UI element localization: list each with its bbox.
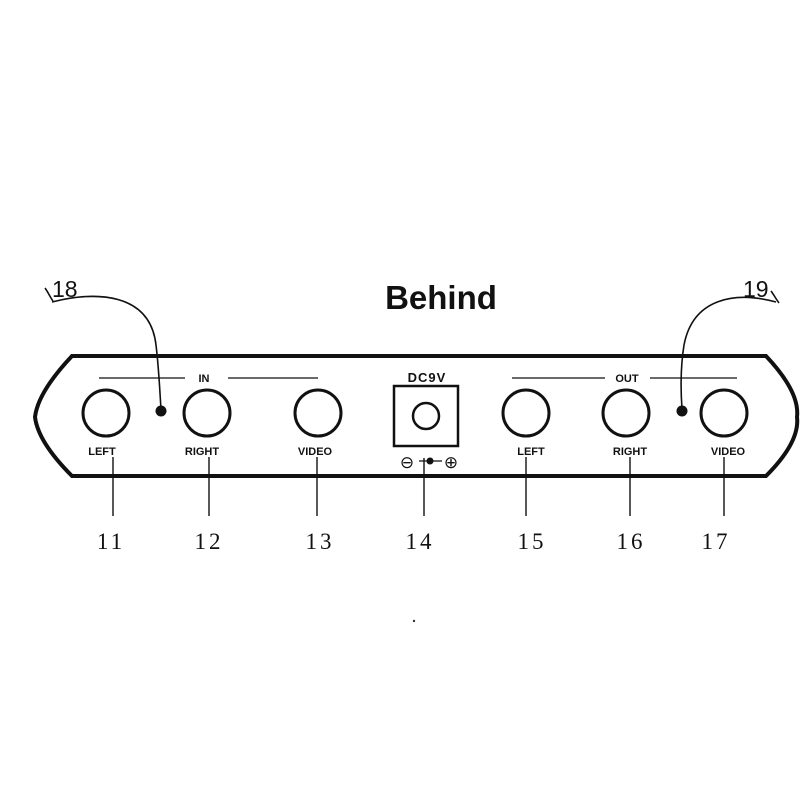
jack-label: RIGHT bbox=[185, 446, 220, 458]
rca-socket-icon bbox=[699, 388, 749, 438]
rca-socket-icon bbox=[293, 388, 343, 438]
ref-number-12: 12 bbox=[195, 529, 224, 554]
jack-label: VIDEO bbox=[298, 446, 333, 458]
callout-18-dot bbox=[155, 405, 167, 417]
polarity-plus-icon: ⊕ bbox=[444, 453, 458, 472]
jack-label: LEFT bbox=[88, 446, 116, 458]
in-group: IN bbox=[99, 373, 318, 385]
out-group: OUT bbox=[512, 373, 737, 385]
rca-jacks: LEFT RIGHT VIDEO LEFT RIGHT VIDEO bbox=[81, 388, 749, 458]
ref-number-16: 16 bbox=[617, 529, 646, 554]
callout-18-leader bbox=[51, 295, 162, 410]
out-group-label: OUT bbox=[615, 373, 639, 385]
callout-19-leader bbox=[680, 296, 777, 410]
jack-label: VIDEO bbox=[711, 446, 746, 458]
rca-socket-icon bbox=[81, 388, 131, 438]
rca-socket-icon bbox=[601, 388, 651, 438]
ref-number-11: 11 bbox=[97, 529, 125, 554]
dc-jack-socket bbox=[411, 401, 441, 431]
in-group-label: IN bbox=[199, 373, 210, 385]
dc-voltage-label: DC9V bbox=[408, 370, 447, 385]
ref-number-14: 14 bbox=[406, 529, 435, 554]
rca-socket-icon bbox=[182, 388, 232, 438]
stray-dot bbox=[412, 619, 416, 623]
jack-in-left: LEFT bbox=[81, 388, 131, 458]
jack-out-video: VIDEO bbox=[699, 388, 749, 458]
jack-in-video: VIDEO bbox=[293, 388, 343, 458]
callout-18-tick bbox=[44, 287, 54, 302]
ref-number-17: 17 bbox=[702, 529, 731, 554]
reference-numbers: 11 12 13 14 15 16 17 bbox=[97, 529, 731, 554]
diagram-title: Behind bbox=[385, 279, 497, 316]
dc-jack-housing bbox=[392, 384, 460, 448]
ref-number-13: 13 bbox=[306, 529, 335, 554]
ref-number-15: 15 bbox=[518, 529, 547, 554]
polarity-minus-icon: ⊖ bbox=[400, 453, 414, 472]
callout-19: 19 bbox=[676, 276, 780, 417]
reference-leaders bbox=[112, 457, 725, 516]
callout-18: 18 bbox=[44, 276, 167, 417]
rca-socket-icon bbox=[501, 388, 551, 438]
jack-out-right: RIGHT bbox=[601, 388, 651, 458]
jack-label: RIGHT bbox=[613, 446, 648, 458]
callout-19-tick bbox=[770, 290, 780, 304]
jack-label: LEFT bbox=[517, 446, 545, 458]
dc-power-jack: DC9V ⊖ ⊕ bbox=[392, 370, 460, 472]
panel-outline bbox=[32, 354, 800, 478]
jack-out-left: LEFT bbox=[501, 388, 551, 458]
jack-in-right: RIGHT bbox=[182, 388, 232, 458]
callout-19-dot bbox=[676, 405, 688, 417]
